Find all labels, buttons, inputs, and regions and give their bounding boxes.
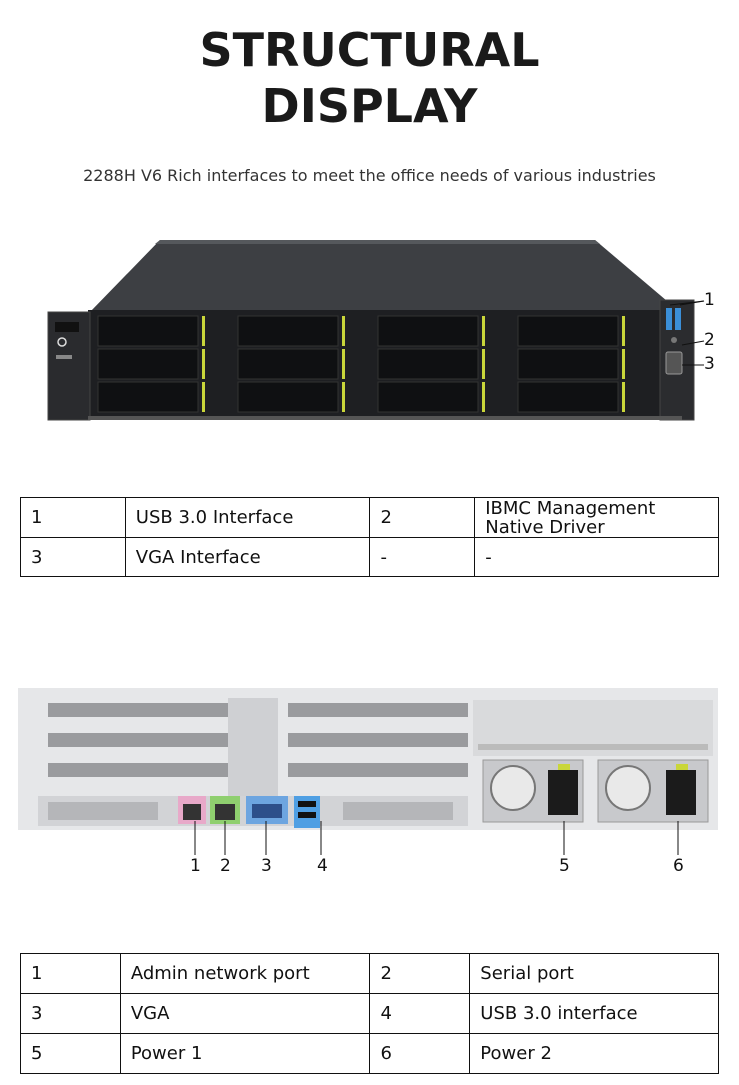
rear-callout-4: 4 [317, 856, 328, 876]
table-cell: - [369, 537, 476, 577]
front-callout-lines [669, 300, 705, 366]
table-row: 3 VGA 4 USB 3.0 interface [20, 993, 719, 1034]
table-cell: 1 [20, 497, 126, 538]
table-cell: VGA Interface [124, 537, 371, 577]
front-callout-2: 2 [704, 330, 715, 350]
table-cell: 3 [20, 537, 126, 577]
table-cell: USB 3.0 interface [469, 993, 719, 1034]
table-cell: IBMC Management Native Driver [474, 497, 719, 538]
rear-interface-table: 1 Admin network port 2 Serial port 3 VGA… [20, 953, 719, 1074]
table-cell: 2 [369, 953, 471, 994]
rear-callout-5: 5 [559, 856, 570, 876]
table-cell: Power 1 [119, 1033, 371, 1074]
table-row: 5 Power 1 6 Power 2 [20, 1033, 719, 1074]
table-row: 1 USB 3.0 Interface 2 IBMC Management Na… [20, 497, 719, 538]
page-title-line2: DISPLAY [261, 79, 478, 133]
server-front-image [40, 230, 720, 430]
front-callout-1: 1 [704, 290, 715, 310]
table-cell: Serial port [469, 953, 719, 994]
table-cell: USB 3.0 Interface [124, 497, 371, 538]
table-cell: Power 2 [469, 1033, 719, 1074]
table-cell: Admin network port [119, 953, 371, 994]
front-callout-3: 3 [704, 354, 715, 374]
rear-callout-3: 3 [261, 856, 272, 876]
table-cell: 1 [20, 953, 121, 994]
table-cell: 5 [20, 1033, 121, 1074]
page-title-line1: STRUCTURAL [199, 23, 540, 77]
table-cell: 3 [20, 993, 121, 1034]
rear-callout-lines [194, 821, 679, 855]
table-row: 1 Admin network port 2 Serial port [20, 953, 719, 994]
table-cell: 4 [369, 993, 471, 1034]
rear-callout-2: 2 [220, 856, 231, 876]
rear-callout-1: 1 [190, 856, 201, 876]
table-cell: 6 [369, 1033, 471, 1074]
front-interface-table: 1 USB 3.0 Interface 2 IBMC Management Na… [20, 497, 719, 577]
table-cell: VGA [119, 993, 371, 1034]
rear-callout-6: 6 [673, 856, 684, 876]
table-cell: - [474, 537, 719, 577]
page-subtitle: 2288H V6 Rich interfaces to meet the off… [83, 166, 656, 185]
server-rear-image [18, 688, 718, 830]
table-row: 3 VGA Interface - - [20, 537, 719, 577]
table-cell: 2 [369, 497, 476, 538]
